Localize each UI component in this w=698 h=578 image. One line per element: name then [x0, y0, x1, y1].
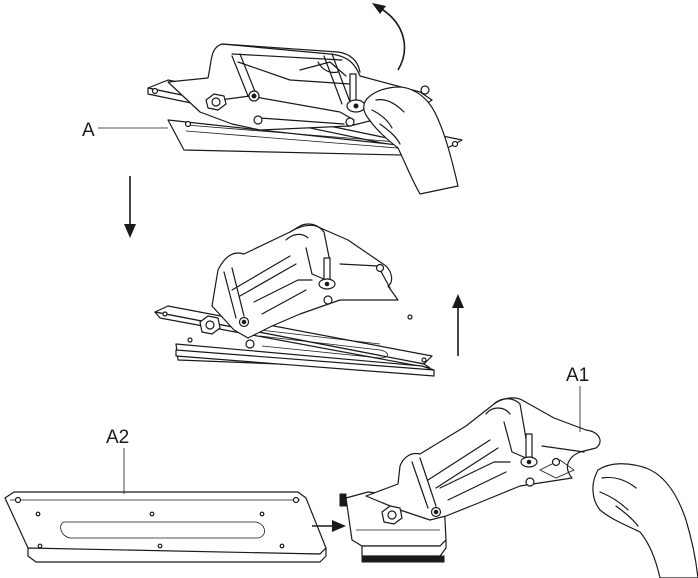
nut-hex [381, 505, 403, 525]
bracket-body [211, 223, 399, 339]
pivot-bolt [525, 477, 535, 487]
label-a: A [82, 120, 95, 141]
curved-arrow-icon [379, 7, 406, 71]
bracket-body [365, 397, 601, 521]
pivot-bolt [375, 263, 385, 273]
arrow-up-icon [452, 294, 464, 356]
step-3-mount [339, 397, 698, 578]
pivot-bolt [551, 457, 561, 467]
pivot-bolt [323, 295, 333, 305]
adjust-knob [318, 257, 336, 290]
hand-illustration [363, 86, 459, 195]
nut-hex [205, 93, 227, 111]
pivot-bolt [420, 85, 430, 95]
base-plate-a [154, 305, 435, 377]
pivot-bolt [345, 117, 355, 127]
pivot-bolt [245, 339, 255, 349]
plate-a2 [4, 491, 327, 563]
hand-illustration [592, 463, 698, 578]
nut-hex [199, 315, 221, 335]
label-a2: A2 [106, 427, 129, 448]
step-2-mount [154, 223, 435, 377]
pivot-bolt [253, 115, 263, 125]
arrow-right-icon [312, 520, 346, 532]
step-1-mount: A [82, 3, 463, 195]
adjust-knob [520, 433, 538, 468]
adjust-knob [346, 73, 366, 113]
arrow-down-icon [124, 176, 136, 238]
label-a1: A1 [566, 365, 589, 386]
